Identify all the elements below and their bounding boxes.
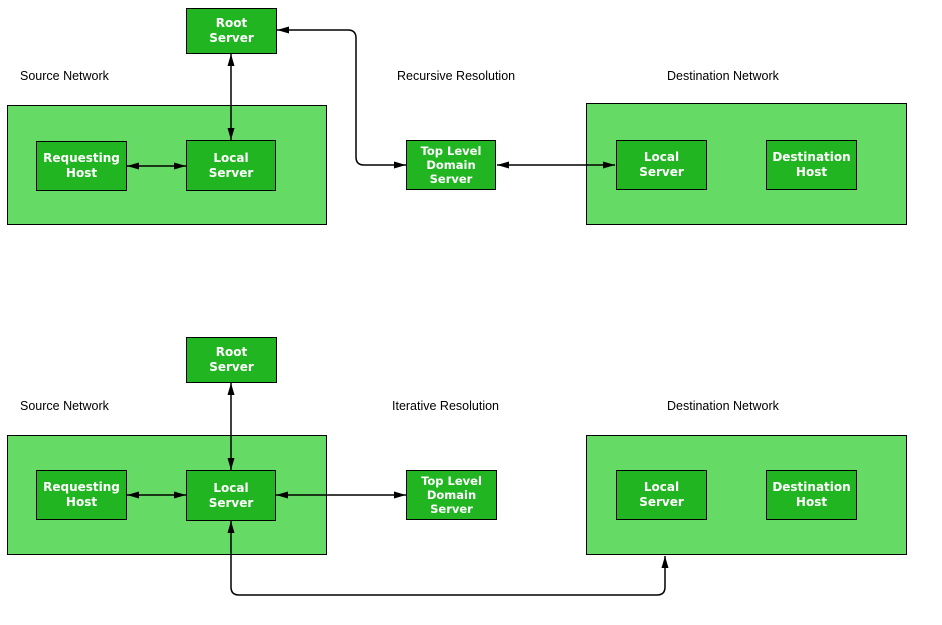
recursive-root-server-node: Root Server bbox=[186, 8, 277, 54]
node-label-line: Server bbox=[208, 495, 254, 510]
iterative-root-server-node: Root Server bbox=[186, 337, 277, 383]
node-label-line: Host bbox=[65, 495, 98, 509]
recursive-resolution-title: Recursive Resolution bbox=[397, 69, 516, 83]
node-label-line: Server bbox=[430, 502, 473, 516]
node-label-line: Local bbox=[213, 480, 249, 495]
recursive-destination-host-node: Destination Host bbox=[766, 140, 857, 190]
iterative-destination-network-label: Destination Network bbox=[667, 399, 779, 413]
node-label-line: Top Level bbox=[420, 144, 482, 158]
node-label-line: Host bbox=[795, 165, 828, 179]
iterative-destination-local-server-node: Local Server bbox=[616, 470, 707, 520]
node-label-line: Domain bbox=[426, 158, 476, 172]
recursive-destination-local-server-node: Local Server bbox=[616, 140, 707, 190]
node-label-line: Destination bbox=[772, 480, 851, 494]
node-label-line: Local bbox=[643, 150, 680, 164]
recursive-requesting-host-node: Requesting Host bbox=[36, 141, 127, 191]
iterative-requesting-host-node: Requesting Host bbox=[36, 470, 127, 520]
node-label-line: Domain bbox=[426, 488, 477, 502]
node-label-line: Server bbox=[639, 165, 684, 179]
node-label-line: Server bbox=[429, 172, 473, 186]
node-label-line: Host bbox=[65, 166, 98, 180]
recursive-destination-network-label: Destination Network bbox=[667, 69, 779, 83]
recursive-tld-server-node: Top Level Domain Server bbox=[406, 140, 496, 190]
iterative-resolution-title: Iterative Resolution bbox=[392, 399, 500, 413]
iterative-source-network-label: Source Network bbox=[20, 399, 109, 413]
node-label-line: Requesting bbox=[43, 480, 120, 494]
node-label-line: Server bbox=[209, 360, 254, 374]
node-label-line: Top Level bbox=[421, 474, 482, 488]
node-label-line: Host bbox=[795, 495, 828, 509]
node-label-line: Destination bbox=[772, 150, 851, 164]
node-label-line: Server bbox=[209, 31, 254, 45]
node-label-line: Root bbox=[215, 16, 248, 30]
node-label-line: Server bbox=[639, 495, 684, 509]
node-label-line: Local bbox=[643, 480, 680, 494]
iterative-tld-server-node: Top Level Domain Server bbox=[406, 470, 497, 520]
node-label-line: Local bbox=[213, 150, 249, 165]
recursive-source-network-label: Source Network bbox=[20, 69, 109, 83]
iterative-local-server-node: Local Server bbox=[186, 470, 276, 521]
node-label-line: Root bbox=[215, 345, 248, 359]
node-label-line: Server bbox=[208, 165, 254, 180]
node-label-line: Requesting bbox=[43, 151, 120, 165]
iterative-destination-host-node: Destination Host bbox=[766, 470, 857, 520]
recursive-local-server-node: Local Server bbox=[186, 140, 276, 191]
